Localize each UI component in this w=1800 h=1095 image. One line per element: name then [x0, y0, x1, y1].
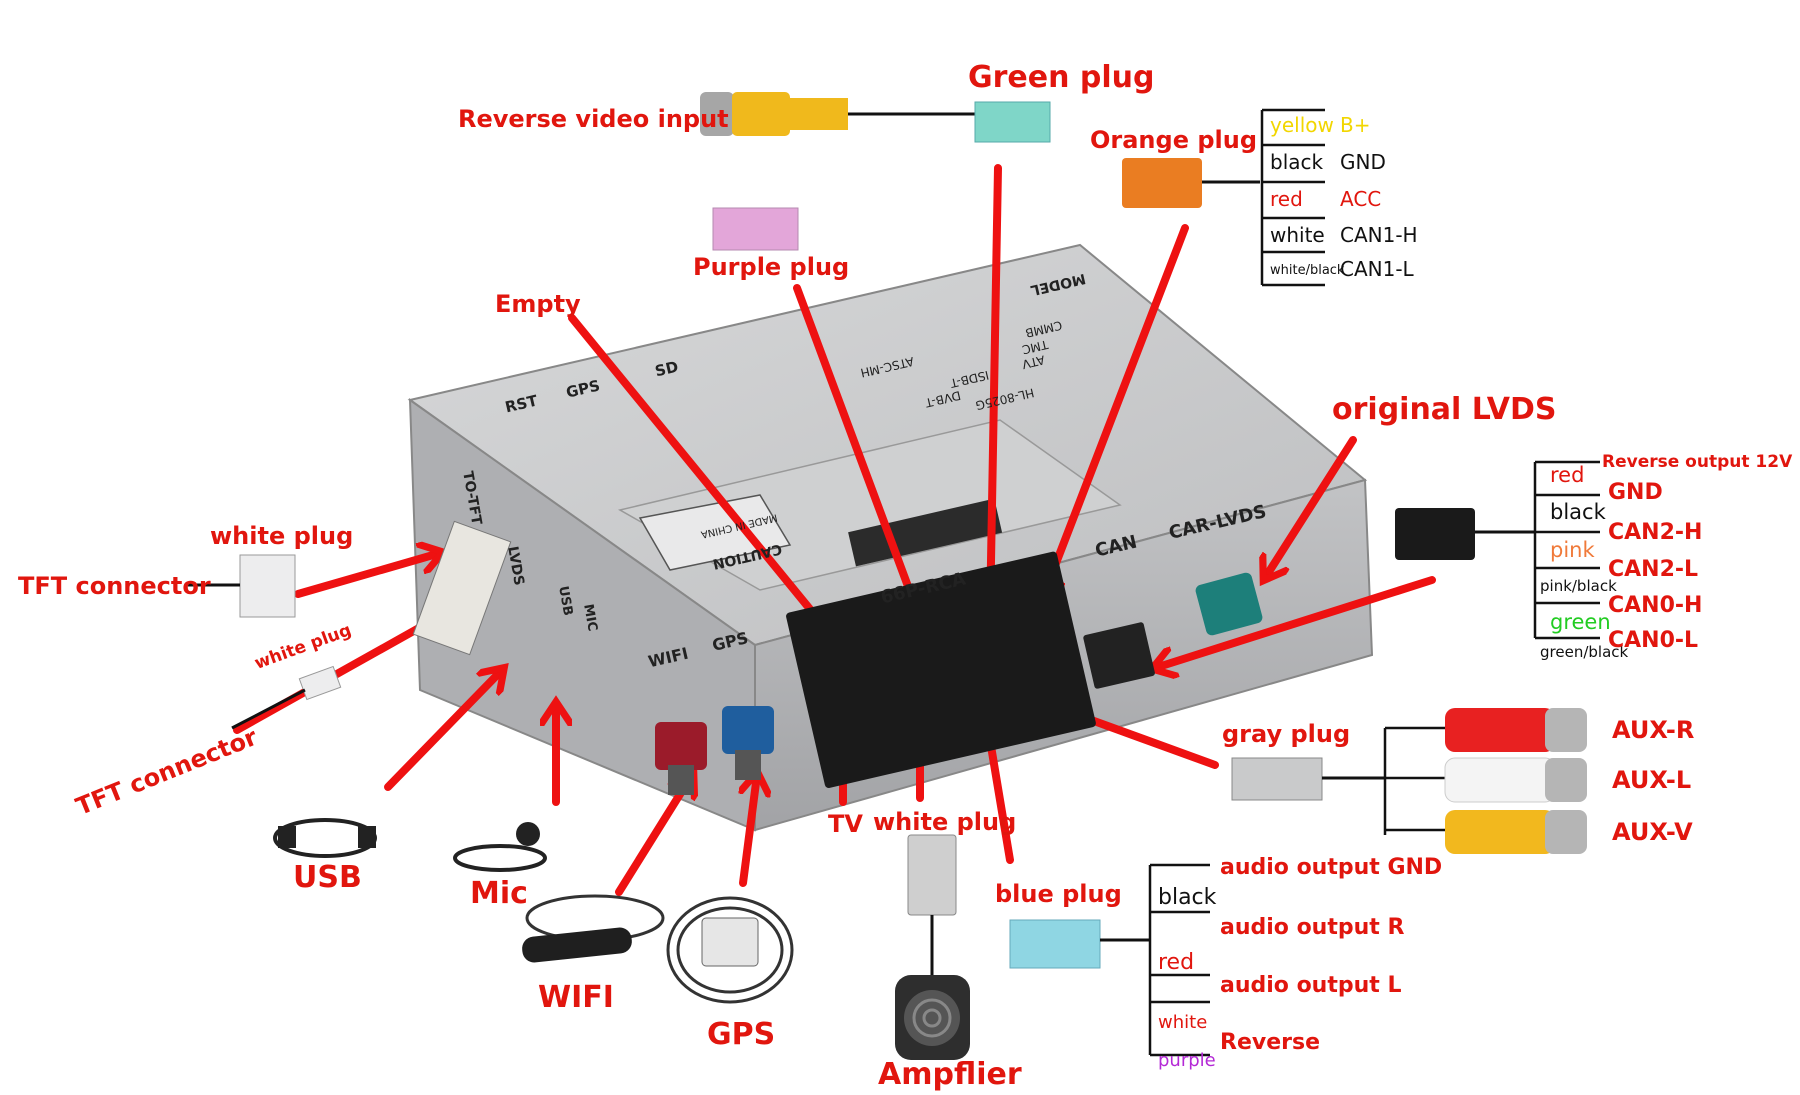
arrow-can	[1155, 576, 1436, 668]
original-lvds-label: original LVDS	[1332, 392, 1557, 427]
blue-plug-label: blue plug	[995, 880, 1122, 908]
purple-plug	[712, 207, 799, 251]
reverse-video-input-label: Reverse video input	[458, 105, 729, 133]
white-plug-small	[231, 665, 342, 730]
empty-label: Empty	[495, 290, 581, 318]
lvds-table-signal: CAN2-H	[1608, 520, 1703, 545]
blue-table-lines	[1148, 863, 1210, 1057]
gray-plug-label: gray plug	[1222, 720, 1351, 748]
arrow-empty	[568, 314, 845, 652]
orange-table-color: white	[1270, 223, 1325, 247]
arrow-gps	[743, 775, 757, 887]
gps-label: GPS	[707, 1017, 776, 1052]
blue-table-signal: audio output GND	[1220, 855, 1443, 880]
orange-table-color: yellow	[1270, 113, 1334, 137]
arrow-purple	[793, 284, 925, 632]
blue-table-signal: audio output R	[1220, 915, 1405, 940]
aux-l-label: AUX-L	[1612, 766, 1692, 794]
orange-table-signal: GND	[1340, 150, 1386, 174]
lvds-table-color: pink	[1550, 538, 1595, 562]
arrow-green	[990, 164, 998, 617]
fakra-wifi	[655, 722, 707, 795]
amplifier-unit	[895, 834, 970, 1060]
green-plug	[974, 101, 1051, 143]
arrow-usb	[384, 670, 502, 791]
lvds-table-lines	[1533, 460, 1600, 640]
aux-r-label: AUX-R	[1612, 716, 1695, 744]
lvds-table-color: green	[1550, 610, 1611, 634]
blue-table-color: black	[1158, 885, 1217, 910]
lvds-table-signal: CAN0-L	[1608, 628, 1699, 653]
blue-table-color: purple	[1158, 1050, 1216, 1071]
orange-plug	[1122, 158, 1260, 208]
aux-rca-group	[1383, 708, 1587, 854]
main-connector-block	[786, 551, 1155, 788]
arrow-orange	[1043, 224, 1189, 597]
orange-table-lines	[1260, 108, 1325, 287]
orange-table-color: red	[1270, 187, 1303, 211]
wifi-antenna	[522, 894, 665, 963]
lvds-table-color: green/black	[1540, 643, 1629, 661]
blue-table-color: white	[1158, 1012, 1208, 1033]
gray-plug	[1231, 757, 1385, 801]
white-plug-top-label: white plug	[210, 522, 354, 550]
tft-connector-top-label: TFT connector	[18, 572, 211, 600]
orange-table-color: white/black	[1270, 263, 1345, 278]
fakra-lvds	[1195, 572, 1263, 636]
blue-plug	[1009, 919, 1150, 969]
arrow-lvds	[1265, 436, 1357, 578]
fakra-gps	[722, 706, 774, 780]
orange-table-signal: CAN1-L	[1340, 257, 1414, 281]
side-tft-connector	[412, 520, 512, 656]
mic-label: Mic	[470, 876, 528, 911]
usb-label: USB	[293, 860, 362, 895]
white-plug-top	[188, 554, 296, 618]
mic-device	[453, 822, 547, 872]
tv-label: TV	[828, 810, 863, 838]
rca-reverse-video	[700, 92, 975, 136]
blue-table-color: red	[1158, 950, 1195, 975]
aux-v-label: AUX-V	[1612, 818, 1693, 846]
purple-plug-label: Purple plug	[693, 253, 850, 281]
lvds-table-color: red	[1550, 463, 1585, 487]
lvds-table-color: black	[1550, 500, 1606, 524]
lvds-table-signal: CAN0-H	[1608, 593, 1703, 618]
lvds-table-color: pink/black	[1540, 577, 1617, 595]
orange-plug-label: Orange plug	[1090, 126, 1258, 154]
blue-table-signal: audio output L	[1220, 973, 1402, 998]
gps-antenna	[666, 896, 794, 1004]
ampflier-label: Ampflier	[878, 1057, 1022, 1092]
lvds-black-connector	[1395, 508, 1535, 560]
green-plug-label: Green plug	[968, 60, 1155, 95]
blue-table-signal: Reverse	[1220, 1030, 1320, 1055]
usb-cable	[273, 818, 377, 858]
orange-table-color: black	[1270, 150, 1324, 174]
wifi-label: WIFI	[538, 980, 614, 1015]
lvds-table-signal: GND	[1608, 480, 1663, 505]
orange-table-signal: B+	[1340, 113, 1371, 137]
orange-table-signal: ACC	[1340, 187, 1382, 211]
arrow-tft-top	[294, 553, 440, 598]
lvds-table-signal: Reverse output 12V	[1602, 452, 1793, 472]
lvds-table-signal: CAN2-L	[1608, 557, 1699, 582]
orange-table-signal: CAN1-H	[1340, 223, 1418, 247]
white-plug-bottom-label: white plug	[873, 808, 1017, 836]
